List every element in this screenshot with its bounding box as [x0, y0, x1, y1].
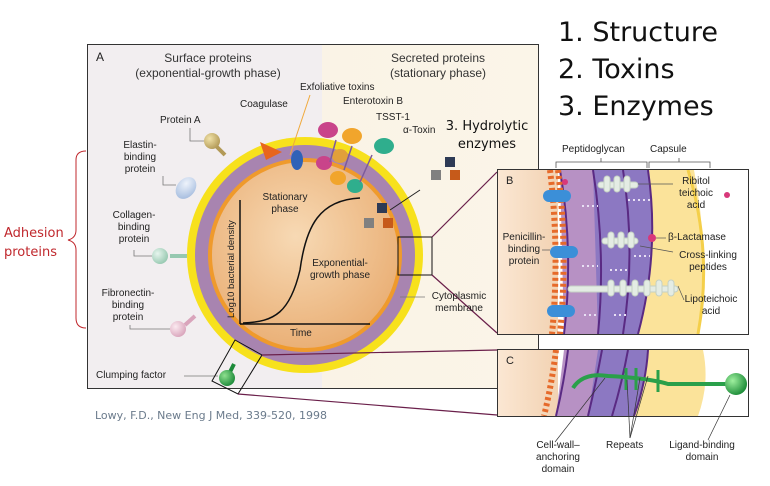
topic-item-structure: 1. Structure	[558, 17, 718, 48]
surface-proteins-header: Surface proteins (exponential-growth pha…	[135, 51, 281, 80]
tsst-1-label: TSST-1	[376, 112, 410, 123]
protein-a	[189, 128, 227, 157]
alpha-toxin	[374, 138, 394, 154]
peptidoglycan-label: Peptidoglycan	[562, 144, 625, 155]
exfoliative-toxins-label: Exfoliative toxins	[300, 82, 375, 93]
topic-item-toxins: 2. Toxins	[558, 54, 675, 85]
collagen-binding-protein	[133, 248, 187, 264]
panel-c-letter: C	[506, 355, 514, 367]
topic-list: 1. Structure 2. Toxins 3. Enzymes	[558, 14, 718, 125]
clumping-factor-label: Clumping factor	[96, 370, 167, 381]
growth-curve-xlabel: Time	[290, 328, 312, 339]
panel-b-header-brackets	[555, 158, 711, 168]
capsule-region	[638, 170, 704, 334]
beta-lactamase-molecules	[562, 179, 730, 242]
exponential-phase-label: Exponential-growth phase	[310, 258, 370, 281]
coagulase-label: Coagulase	[240, 99, 288, 110]
cell-wall-detail: B	[498, 170, 748, 334]
panel-b-letter: B	[506, 175, 513, 187]
exfoliative-toxin-dot	[291, 150, 303, 170]
growth-curve-line	[242, 197, 361, 324]
secreted-proteins-header: Secreted proteins (stationary phase)	[389, 51, 487, 80]
penicillin-binding-proteins	[543, 190, 578, 317]
tsst-1	[342, 128, 362, 144]
fibronectin-binding-protein	[129, 314, 197, 337]
secreted-enterotoxin	[316, 156, 332, 170]
panel-a-letter: A	[96, 50, 105, 64]
enterotoxin-b-label: Enterotoxin B	[343, 96, 404, 107]
enzyme-squares-outer	[431, 157, 460, 180]
ligand-binding-ball	[725, 373, 747, 395]
topic-item-enzymes: 3. Enzymes	[558, 91, 714, 122]
clumping-factor-detail: C	[498, 350, 747, 416]
enzyme-squares-inner	[364, 189, 421, 228]
protein-a-label: Protein A	[160, 115, 201, 126]
coagulase	[260, 142, 282, 160]
alpha-toxin-label: α-Toxin	[403, 125, 436, 136]
elastin-binding-protein	[162, 176, 197, 199]
zoom-box-b	[397, 236, 433, 276]
citation: Lowy, F.D., New Eng J Med, 339-520, 1998	[95, 409, 327, 422]
enterotoxin-b	[318, 122, 338, 138]
cross-linking-peptides	[582, 199, 650, 316]
growth-curve-ylabel: Log10 bacterial density	[226, 220, 237, 318]
exfoliative-toxins-arrow	[289, 94, 311, 156]
beta-lactamase-label: β-Lactamase	[668, 232, 726, 243]
clumping-factor-stalk	[571, 373, 728, 390]
secreted-tsst	[330, 171, 346, 185]
teichoic-acids	[567, 175, 679, 297]
secreted-alpha-toxin	[347, 179, 363, 193]
repeats-label: Repeats	[606, 440, 644, 451]
cytoplasm	[212, 162, 398, 348]
adhesion-label: Adhesion proteins	[4, 226, 64, 260]
capsule-label: Capsule	[650, 144, 687, 155]
adhesion-bracket	[67, 150, 87, 329]
panel-c: C	[497, 349, 749, 417]
secretion-arrows	[329, 139, 373, 183]
secreted-enterotoxin-2	[332, 149, 348, 163]
